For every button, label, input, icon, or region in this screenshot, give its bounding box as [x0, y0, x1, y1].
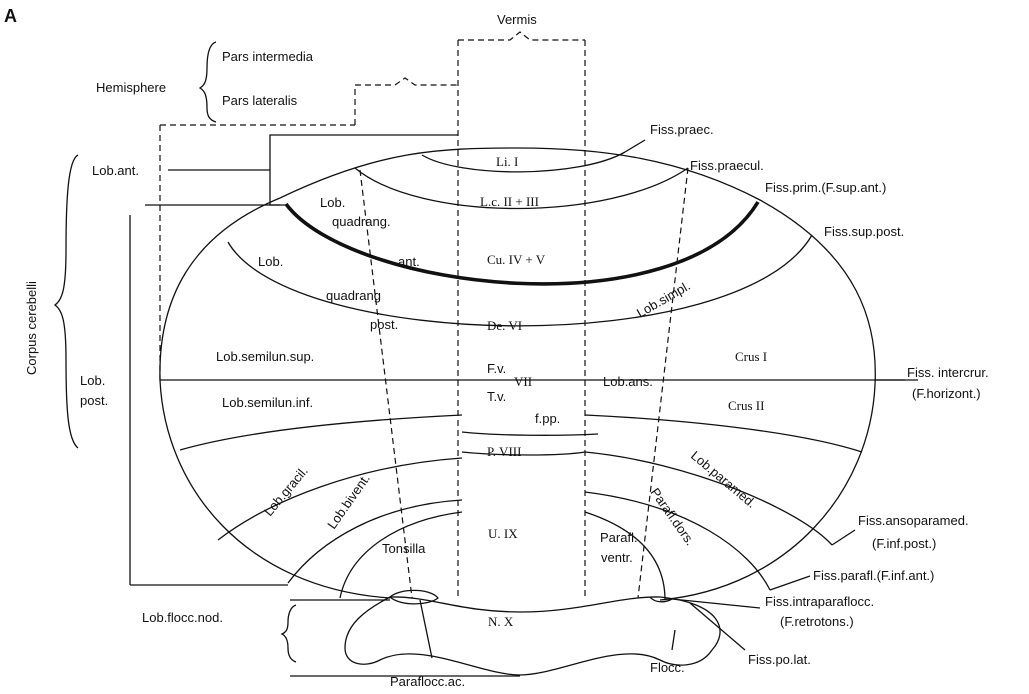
label-post: post.: [370, 317, 398, 332]
label-li-i: Li. I: [496, 154, 518, 169]
pars-intermedia-boundary-right: [637, 167, 689, 599]
label-lob-quadrang-1: Lob.: [320, 195, 345, 210]
fiss-sup-post-line: [227, 234, 813, 327]
label-lob-semilun-sup: Lob.semilun.sup.: [216, 349, 314, 364]
label-fiss-intercrur-2: (F.horizont.): [912, 386, 981, 401]
pointer-flocc: [671, 629, 676, 651]
fiss-parafl-left: [287, 499, 463, 584]
label-fiss-intraparaflocc-2: (F.retrotons.): [780, 614, 854, 629]
label-paraflocc-ac: Paraflocc.ac.: [390, 674, 465, 689]
fiss-prim-line: [284, 201, 760, 286]
label-lob-paramed: Lob.paramed.: [688, 448, 759, 511]
label-lob-ant: Lob.ant.: [92, 163, 139, 178]
fiss-parafl-right: [584, 491, 771, 591]
label-lob-quadrang-2: quadrang.: [332, 214, 391, 229]
label-ant: ant.: [398, 254, 420, 269]
label-lob-post-2: post.: [80, 393, 108, 408]
label-pars-lateralis: Pars lateralis: [222, 93, 298, 108]
cerebellum-outline: [159, 147, 876, 601]
label-quadrang: quadrang: [326, 288, 381, 303]
label-pars-intermedia: Pars intermedia: [222, 49, 314, 64]
fiss-ansoparamed-right: [584, 451, 833, 546]
pointer-fiss-intraparaflocc: [671, 598, 761, 609]
fiss-praec-line: [421, 151, 626, 173]
label-lob-gracil: Lob.gracil.: [261, 463, 311, 519]
label-vii: VII: [514, 374, 532, 389]
label-u-ix: U. IX: [488, 526, 518, 541]
label-fv: F.v.: [487, 361, 506, 376]
label-fiss-intraparaflocc-1: Fiss.intraparaflocc.: [765, 594, 874, 609]
panel-label: A: [4, 6, 17, 26]
label-cu-iv-v: Cu. IV + V: [487, 252, 546, 267]
lob-ant-bracket: [269, 134, 280, 206]
label-fiss-intercrur-1: Fiss. intercrur.: [907, 365, 989, 380]
tonsilla-arc: [339, 511, 463, 599]
label-fiss-prim: Fiss.prim.(F.sup.ant.): [765, 180, 886, 195]
label-parafl-dors: Parafl.dors.: [648, 485, 698, 548]
label-parafl-ventr-2: ventr.: [601, 550, 633, 565]
parafl-ventr-arc: [584, 511, 666, 601]
fiss-praecul-line: [354, 167, 689, 210]
fiss-ansoparamed-left: [217, 457, 463, 541]
label-fiss-praec: Fiss.praec.: [650, 122, 714, 137]
label-lob-flocc-nod: Lob.flocc.nod.: [142, 610, 223, 625]
fiss-f-pp-vermis: [461, 431, 599, 436]
label-lob-left: Lob.: [258, 254, 283, 269]
lob-flocc-nod-brace: [280, 604, 297, 663]
label-lob-ans: Lob.ans.: [603, 374, 653, 389]
label-lob-simpl: Lob.simpl.: [634, 278, 693, 321]
label-fiss-praecul: Fiss.praecul.: [690, 158, 764, 173]
label-de-vi: De. VI: [487, 318, 522, 333]
label-vermis: Vermis: [497, 12, 537, 27]
pointer-fiss-parafl: [769, 575, 811, 591]
pars-lateralis-bracket: [354, 77, 458, 125]
pointer-fiss-po-lat: [689, 602, 746, 651]
label-fiss-ansoparamed-1: Fiss.ansoparamed.: [858, 513, 969, 528]
label-n-x: N. X: [488, 614, 514, 629]
corpus-cerebelli-brace: [53, 154, 79, 449]
pointer-fiss-praec: [624, 139, 646, 153]
label-fiss-parafl: Fiss.parafl.(F.inf.ant.): [813, 568, 934, 583]
label-parafl-ventr-1: Parafl.: [600, 530, 638, 545]
fiss-intraparaflocc-notch: [649, 596, 673, 603]
label-crus-i: Crus I: [735, 349, 767, 364]
flocculonodular-lobe: [344, 596, 721, 676]
label-tv: T.v.: [487, 389, 506, 404]
vermis-top-bracket: [458, 31, 585, 41]
fiss-f-pp-left: [179, 414, 463, 451]
label-lob-post-1: Lob.: [80, 373, 105, 388]
label-corpus-cerebelli: Corpus cerebelli: [24, 281, 39, 375]
pointer-paraflocc-ac: [419, 599, 433, 659]
label-hemisphere: Hemisphere: [96, 80, 166, 95]
label-crus-ii: Crus II: [728, 398, 764, 413]
paraflocc-ac-loop: [389, 589, 439, 605]
label-fiss-sup-post: Fiss.sup.post.: [824, 224, 904, 239]
fiss-f-pp-right: [584, 414, 863, 453]
label-fiss-po-lat: Fiss.po.lat.: [748, 652, 811, 667]
hemisphere-brace: [198, 41, 217, 123]
label-flocc: Flocc.: [650, 660, 685, 675]
label-lc-ii-iii: L.c. II + III: [480, 194, 539, 209]
pars-intermedia-boundary-left: [359, 169, 413, 599]
label-fiss-ansoparamed-2: (F.inf.post.): [872, 536, 936, 551]
pointer-fiss-ansoparamed: [831, 529, 856, 546]
label-tonsilla: Tonsilla: [382, 541, 426, 556]
label-p-viii: P. VIII: [487, 444, 521, 459]
label-fpp: f.pp.: [535, 411, 560, 426]
label-lob-semilun-inf: Lob.semilun.inf.: [222, 395, 313, 410]
vermis-p-viii-top: [461, 451, 586, 456]
